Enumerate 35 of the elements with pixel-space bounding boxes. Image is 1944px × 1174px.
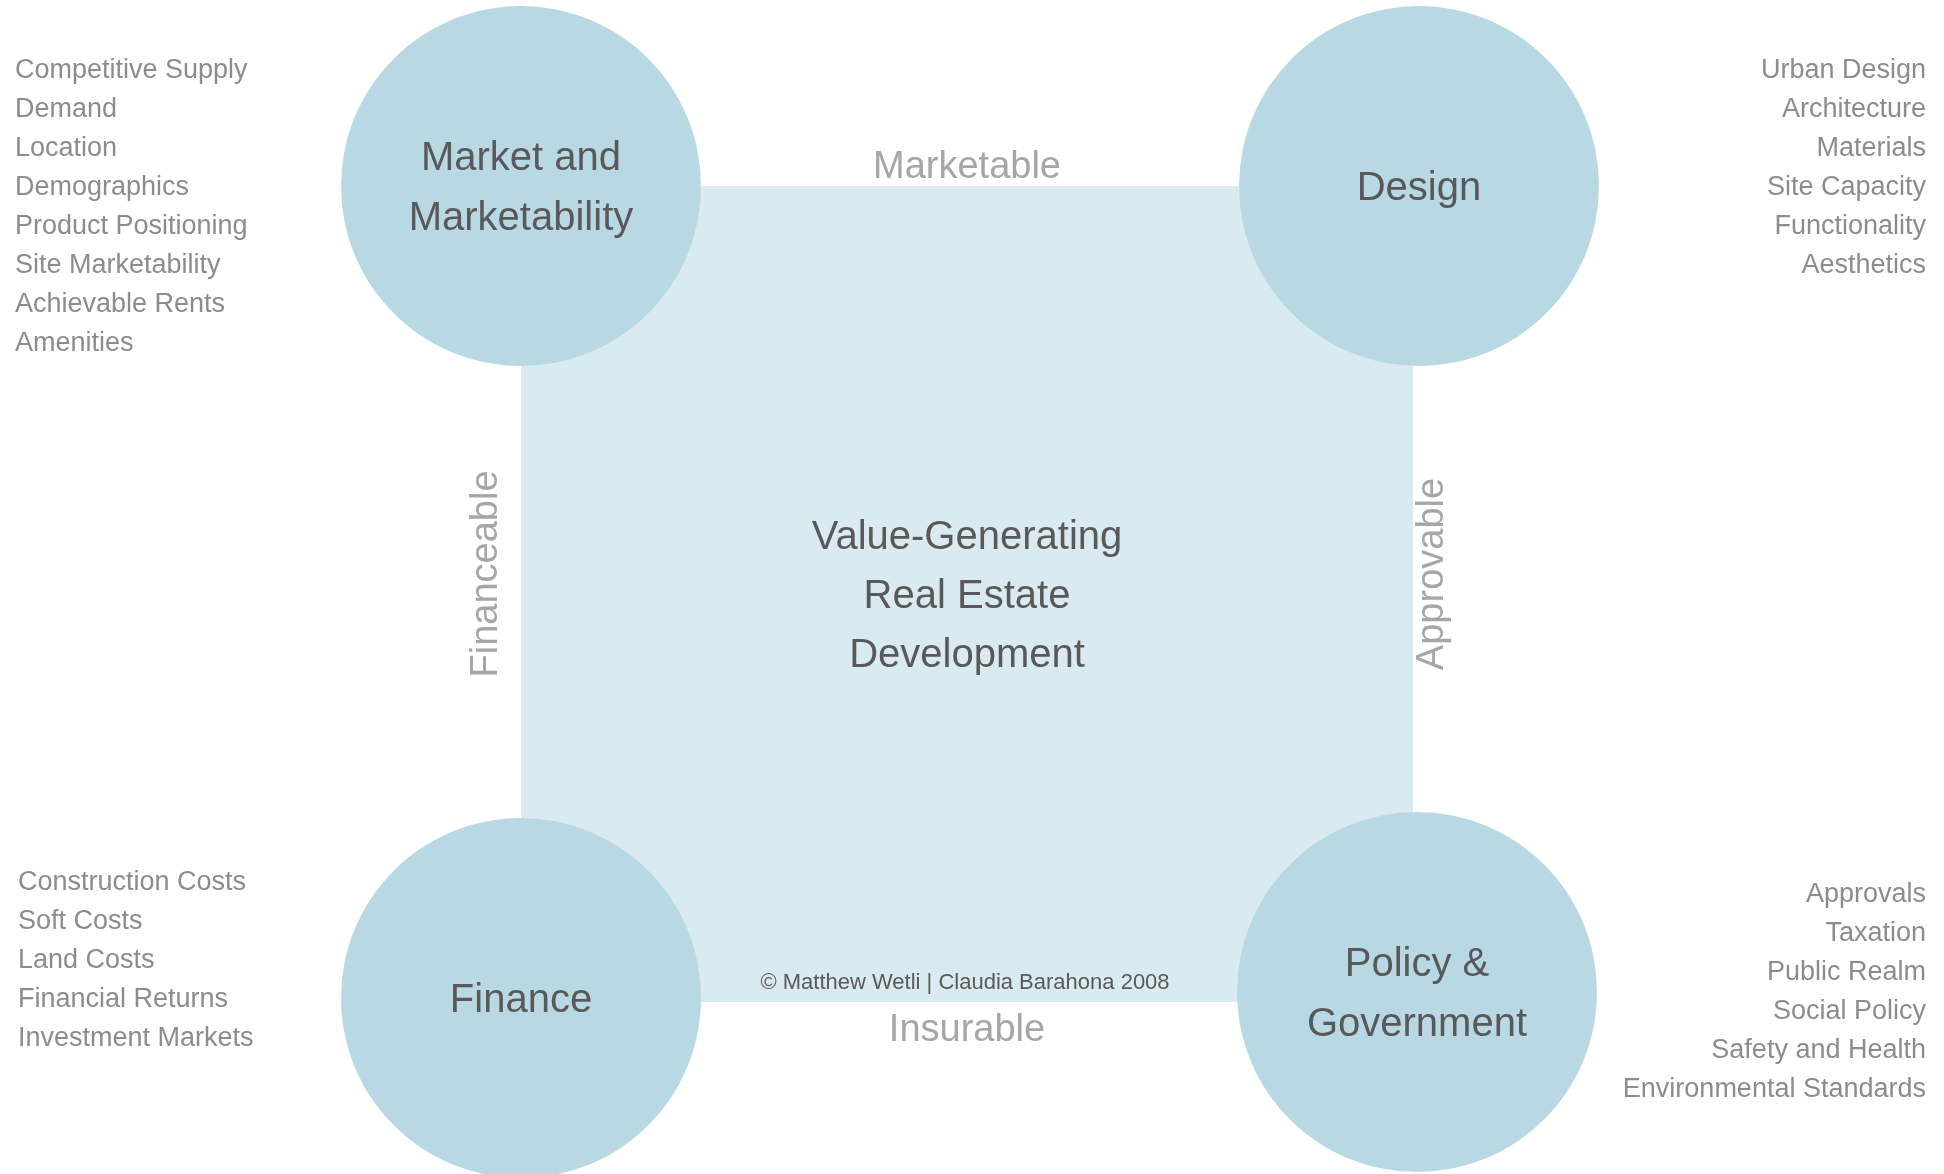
node-label: Value-Generating Real Estate Development — [810, 511, 1124, 677]
node-label: Market and Marketability — [407, 133, 635, 240]
factor-text: Demand — [15, 92, 118, 125]
factor-text: Construction Costs — [18, 865, 247, 898]
copyright-note: © Matthew Wetli | Claudia Barahona 2008 — [760, 967, 1170, 996]
factor-text: Environmental Standards — [1622, 1072, 1926, 1105]
factor-text: Public Realm — [1766, 955, 1926, 988]
factor-text: Investment Markets — [18, 1021, 254, 1054]
factor-text: Architecture — [1781, 92, 1926, 125]
factor-text: Site Capacity — [1766, 170, 1926, 203]
factor-text: Site Marketability — [15, 248, 221, 281]
node-label: Policy & Government — [1305, 939, 1529, 1046]
factor-text: Land Costs — [18, 943, 155, 976]
factor-text: Materials — [1816, 131, 1926, 164]
node-label: Finance — [448, 975, 594, 1022]
factor-text: Safety and Health — [1711, 1033, 1926, 1066]
factor-text: Aesthetics — [1801, 248, 1926, 281]
factor-text: Soft Costs — [18, 904, 143, 937]
node-label: Design — [1355, 163, 1483, 210]
factor-text: Taxation — [1825, 916, 1926, 949]
factor-text: Achievable Rents — [15, 287, 226, 320]
factor-text: Approvals — [1805, 877, 1926, 910]
factor-text: Financial Returns — [18, 982, 229, 1015]
side-label: Marketable — [873, 142, 1061, 188]
factor-text: Functionality — [1774, 209, 1926, 242]
factor-text: Demographics — [15, 170, 190, 203]
factor-text: Urban Design — [1760, 53, 1926, 86]
factor-text: Amenities — [15, 326, 134, 359]
side-label: Insurable — [888, 1005, 1046, 1051]
factor-text: Social Policy — [1772, 994, 1926, 1027]
factor-text: Location — [15, 131, 118, 164]
factor-text: Product Positioning — [15, 209, 248, 242]
factor-text: Competitive Supply — [15, 53, 248, 86]
side-label: Approvable — [1407, 477, 1452, 671]
side-label: Financeable — [461, 470, 506, 678]
